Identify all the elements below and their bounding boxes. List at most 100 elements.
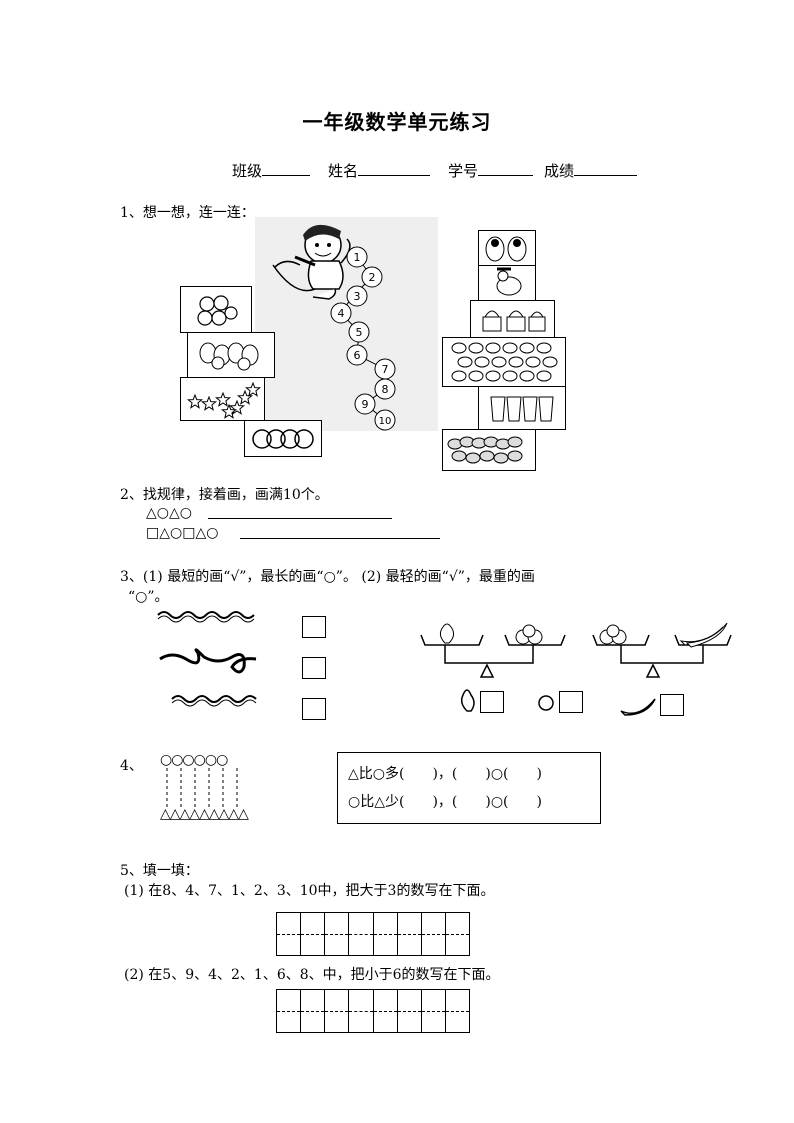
coins-icon — [447, 436, 523, 464]
comparison-sentence-2[interactable]: ○比△少( )，( )○( ) — [348, 794, 542, 810]
bird-shape — [468, 342, 484, 354]
question-3-text-line1: 3、(1) 最短的画“√”，最长的画“○”。 (2) 最轻的画“√”，最重的画 — [120, 569, 535, 585]
answer-grid-1[interactable] — [276, 912, 470, 956]
pattern-1: △○△○ — [146, 505, 192, 521]
rope-2-checkbox[interactable] — [302, 657, 326, 679]
penguins-icon — [485, 236, 527, 262]
answer-cell[interactable] — [445, 913, 470, 955]
number-circle[interactable] — [354, 393, 376, 415]
bird-shape — [536, 342, 552, 354]
number-label: 4 — [338, 307, 345, 320]
bird-shape — [474, 356, 490, 368]
bird-shape — [508, 356, 524, 368]
answer-cell[interactable] — [397, 913, 422, 955]
answer-cell[interactable] — [445, 990, 470, 1032]
number-label: 5 — [356, 326, 363, 339]
banana-checkbox[interactable] — [660, 694, 684, 716]
pear-checkbox[interactable] — [480, 691, 504, 713]
answer-cell[interactable] — [325, 913, 350, 955]
question-5-part-2: (2) 在5、9、4、2、1、6、8、中，把小于6的数写在下面。 — [124, 967, 500, 983]
question-5-title: 5、填一填： — [120, 863, 199, 879]
number-label: 3 — [354, 290, 361, 303]
number-circle[interactable] — [374, 409, 396, 431]
coins-box[interactable] — [442, 429, 536, 471]
number-label: 10 — [379, 416, 392, 427]
cups-box[interactable] — [478, 386, 566, 430]
bird-shape — [536, 370, 552, 382]
clown-panel — [255, 217, 438, 431]
rings-box[interactable] — [244, 420, 322, 457]
number-circle[interactable] — [330, 302, 352, 324]
number-label: 2 — [369, 271, 376, 284]
pattern-2: □△○□△○ — [146, 525, 219, 541]
pattern-1-answer-line[interactable] — [208, 518, 392, 519]
number-circle[interactable] — [346, 246, 368, 268]
comparison-box: △比○多( )，( )○( ) ○比△少( )，( )○( ) — [337, 752, 601, 824]
ropes-illustration — [157, 611, 257, 707]
star-shape — [236, 389, 254, 405]
star-shape — [200, 395, 218, 411]
answer-cell[interactable] — [301, 990, 326, 1032]
answer-cell[interactable] — [277, 913, 302, 955]
answer-cell[interactable] — [373, 990, 398, 1032]
question-2-text: 2、找规律，接着画，画满10个。 — [120, 487, 329, 503]
apples-icon — [197, 295, 238, 326]
name-field[interactable]: 姓名 — [328, 160, 431, 181]
clown-illustration — [272, 224, 351, 300]
answer-grid-2[interactable] — [276, 989, 470, 1033]
pattern-2-answer-line[interactable] — [240, 538, 440, 539]
score-label: 成绩 — [544, 162, 575, 180]
bird-shape — [451, 370, 467, 382]
orange-checkbox[interactable] — [559, 691, 583, 713]
olympic-rings-icon — [252, 429, 314, 449]
number-circle[interactable] — [374, 378, 396, 400]
bird-shape — [451, 342, 467, 354]
coin-shape — [507, 450, 523, 462]
number-circle[interactable] — [346, 344, 368, 366]
baskets-box[interactable] — [470, 300, 555, 338]
circles-row: ○○○○○○ — [160, 752, 228, 768]
number-label: 8 — [382, 383, 389, 396]
stars-box[interactable] — [180, 377, 265, 421]
answer-cell[interactable] — [277, 990, 302, 1032]
bird-shape — [485, 342, 501, 354]
number-label: 7 — [382, 363, 389, 376]
question-5-part-1: (1) 在8、4、7、1、2、3、10中，把大于3的数写在下面。 — [124, 883, 495, 899]
birds-box[interactable] — [442, 337, 566, 387]
penguins-box[interactable] — [478, 230, 536, 266]
score-field[interactable]: 成绩 — [544, 160, 638, 181]
rope-1-checkbox[interactable] — [302, 616, 326, 638]
bird-shape — [502, 370, 518, 382]
bird-shape — [525, 356, 541, 368]
answer-cell[interactable] — [421, 913, 446, 955]
number-circle[interactable] — [348, 321, 370, 343]
chicken-icon — [496, 267, 522, 296]
answer-cell[interactable] — [349, 990, 374, 1032]
student-number-field[interactable]: 学号 — [448, 160, 534, 181]
star-shape — [220, 403, 238, 419]
comparison-sentence-1[interactable]: △比○多( )，( )○( ) — [348, 766, 542, 782]
question-3-text-line2: “○”。 — [128, 589, 169, 605]
answer-cell[interactable] — [397, 990, 422, 1032]
balance-scales-illustration — [420, 622, 732, 716]
number-label: 6 — [354, 349, 361, 362]
coin-shape — [451, 450, 467, 462]
class-field[interactable]: 班级 — [232, 160, 311, 181]
coin-shape — [507, 436, 523, 448]
answer-cell[interactable] — [421, 990, 446, 1032]
answer-cell[interactable] — [325, 990, 350, 1032]
bird-shape — [485, 370, 501, 382]
answer-cell[interactable] — [349, 913, 374, 955]
answer-cell[interactable] — [373, 913, 398, 955]
apples-box[interactable] — [180, 286, 252, 333]
answer-cell[interactable] — [301, 913, 326, 955]
rope-3-checkbox[interactable] — [302, 698, 326, 720]
cups-icon — [490, 396, 554, 422]
number-circle[interactable] — [346, 285, 368, 307]
bird-shape — [468, 370, 484, 382]
number-circle[interactable] — [361, 266, 383, 288]
chicken-box[interactable] — [478, 265, 536, 301]
puppies-box[interactable] — [187, 332, 275, 378]
